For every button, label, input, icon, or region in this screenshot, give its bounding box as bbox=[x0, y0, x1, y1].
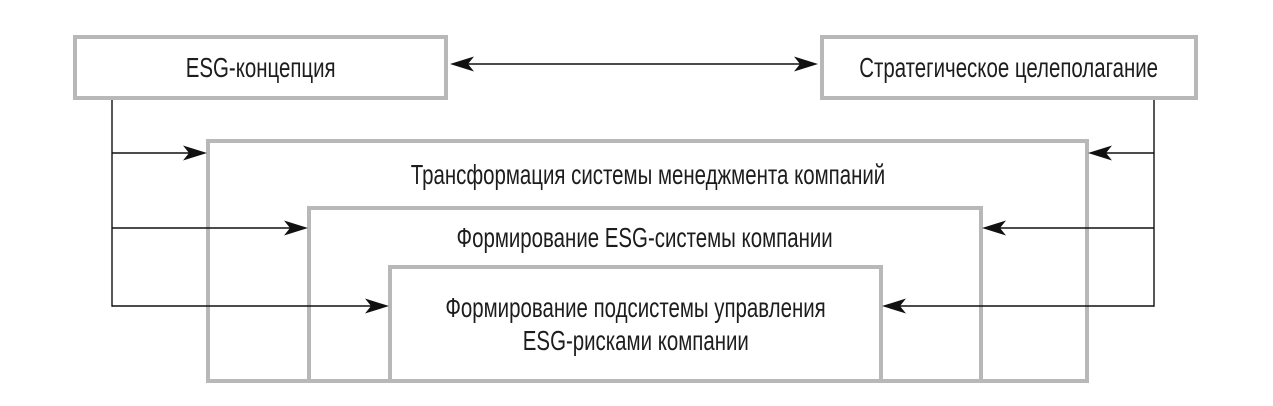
left-connector bbox=[111, 100, 389, 314]
esg-risk-subsystem-label-strip: Формирование подсистемы управления ESG-р… bbox=[392, 269, 879, 379]
arrowhead-left-icon bbox=[450, 56, 474, 72]
double-arrow-esg-strategy bbox=[450, 56, 818, 72]
arrowhead-into-transformation-right-icon bbox=[1088, 145, 1112, 161]
strategic-goals-label-strip: Стратегическое целеполагание bbox=[824, 39, 1194, 96]
arrowhead-right-icon bbox=[794, 56, 818, 72]
arrowhead-into-transformation-left-icon bbox=[183, 145, 207, 161]
arrowhead-into-esg-risk-left-icon bbox=[365, 298, 389, 314]
esg-concept-label: ESG-концепция bbox=[185, 52, 336, 83]
transformation-label: Трансформация системы менеджмента компан… bbox=[410, 159, 885, 190]
arrowhead-into-esg-system-right-icon bbox=[982, 220, 1006, 236]
arrowhead-into-esg-risk-right-icon bbox=[882, 298, 906, 314]
strategic-goals-box: Стратегическое целеполагание bbox=[820, 35, 1198, 100]
esg-concept-box: ESG-концепция bbox=[73, 35, 448, 100]
right-connector bbox=[882, 100, 1155, 314]
esg-system-label-strip: Формирование ESG-системы компании bbox=[311, 210, 979, 265]
esg-risk-subsystem-label-line2: ESG-рисками компании bbox=[522, 325, 749, 356]
arrowhead-into-esg-system-left-icon bbox=[284, 220, 308, 236]
strategic-goals-label: Стратегическое целеполагание bbox=[859, 52, 1159, 83]
esg-concept-label-strip: ESG-концепция bbox=[77, 39, 444, 96]
transformation-label-strip: Трансформация системы менеджмента компан… bbox=[210, 143, 1085, 206]
esg-risk-subsystem-box: Формирование подсистемы управления ESG-р… bbox=[388, 265, 883, 383]
esg-risk-subsystem-label-line1: Формирование подсистемы управления bbox=[445, 292, 826, 323]
esg-system-label: Формирование ESG-системы компании bbox=[456, 222, 834, 253]
